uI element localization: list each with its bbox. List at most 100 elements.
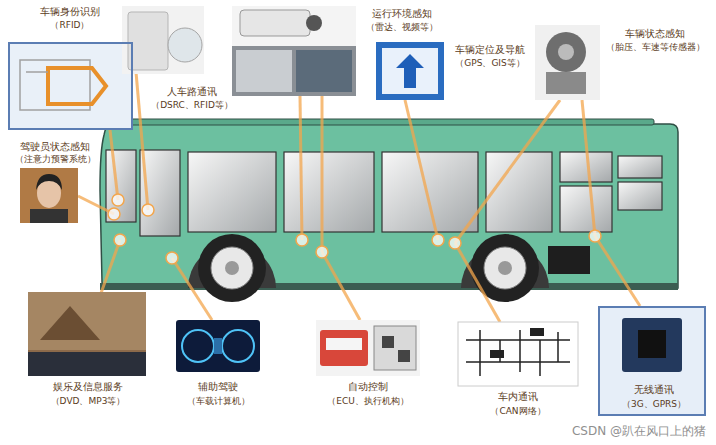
callout-title: 驾驶员状态感知 (20, 141, 90, 153)
sensor-dot (112, 194, 124, 206)
sensor-dot (432, 234, 444, 246)
watermark: CSDN @趴在风口上的猪 (572, 424, 706, 438)
leader-line (595, 236, 640, 306)
picture-ground (232, 6, 356, 96)
callout-title: 无线通讯 (634, 384, 674, 396)
callout-subtitle: （DSRC、RFID等） (151, 99, 233, 111)
driver-callout: 驾驶员状态感知（注意力预警系统） (20, 168, 78, 223)
callout-subtitle: （CAN网络） (490, 405, 545, 417)
ecu (320, 330, 368, 366)
sensor-dot (166, 252, 178, 264)
hub (498, 261, 512, 275)
leader-line (405, 100, 438, 240)
can-node (530, 328, 544, 336)
wireless-picture (598, 306, 706, 416)
picture-ground (28, 292, 146, 376)
environment-callout: 运行环境感知（雷达、视频等） (232, 6, 356, 96)
sensor-dot (449, 237, 461, 249)
bus-window (284, 152, 374, 232)
ecu-picture (316, 320, 420, 376)
bus-skirt (100, 283, 678, 290)
picture-ground (458, 322, 578, 386)
can-callout: 车内通讯（CAN网络） (458, 322, 578, 386)
computer-callout: 辅助驾驶（车载计算机） (176, 320, 260, 372)
scene (28, 292, 146, 350)
leader-line (321, 96, 324, 252)
rfid-picture (8, 42, 133, 130)
bus-window (188, 152, 276, 232)
sensor-picture (535, 25, 600, 100)
entertainment-callout: 娱乐及信息服务（DVD、MP3等） (28, 292, 146, 376)
leader-line (300, 96, 302, 240)
ecu-callout: 自动控制（ECU、执行机构） (316, 320, 420, 376)
bus-window (382, 152, 478, 232)
sensor-dot (316, 246, 328, 258)
picture-ground (176, 320, 260, 372)
leader-line (100, 240, 120, 296)
scene (40, 306, 100, 340)
computer-picture (176, 320, 260, 372)
sensor-dot (296, 234, 308, 246)
lens (306, 15, 322, 31)
callout-subtitle: （GPS、GIS等） (455, 57, 524, 69)
sensor-dot (142, 204, 154, 216)
chip (382, 336, 394, 348)
can-picture (458, 322, 578, 386)
sensor-dot (108, 208, 120, 220)
leader-line (582, 100, 595, 236)
sensor-dot (589, 230, 601, 242)
callout-title: 辅助驾驶 (198, 381, 238, 393)
callout-subtitle: （注意力预警系统） (15, 153, 96, 165)
picture-ground (316, 320, 420, 376)
picture-ground (8, 42, 133, 130)
leader-line (455, 100, 560, 243)
rim (484, 247, 526, 289)
sensor-dots (108, 194, 601, 264)
sensor (546, 32, 586, 72)
driver-picture (20, 168, 78, 223)
can-bus (466, 330, 570, 376)
tire (198, 234, 266, 302)
callout-title: 运行环境感知 (372, 8, 432, 20)
player-bar (28, 352, 146, 376)
rfid-box: 车辆身份识别（RFID） (8, 42, 133, 130)
wireless-box: 无线通讯 （3G、GPRS） (598, 306, 706, 416)
callout-subtitle: （DVD、MP3等） (51, 395, 126, 407)
rfid-tag (48, 68, 106, 104)
sensor-dot (114, 234, 126, 246)
rim (211, 247, 253, 289)
leader-line (322, 252, 360, 320)
shirt (30, 209, 68, 223)
callout-subtitle: （3G、GPRS） (622, 398, 686, 410)
leader-line (110, 130, 118, 200)
picture-ground (598, 306, 706, 416)
leader-line (172, 258, 212, 320)
chip (398, 350, 410, 362)
entertainment-picture (28, 292, 146, 376)
callout-subtitle: （车载计算机） (187, 395, 250, 407)
dashboard (232, 46, 356, 96)
callout-subtitle: （胎压、车速等传感器） (606, 41, 705, 53)
bus-window (486, 152, 552, 232)
sensor (546, 72, 586, 94)
callout-title: 娱乐及信息服务 (53, 381, 123, 393)
navigation-picture (376, 42, 444, 100)
display (214, 338, 222, 354)
leader-line (136, 72, 148, 210)
chip (638, 330, 666, 358)
sensor-callout: 车辆状态感知（胎压、车速等传感器） (535, 25, 600, 100)
video-screen (296, 50, 352, 92)
sensor (558, 44, 574, 60)
callout-subtitle: （ECU、执行机构） (327, 395, 409, 407)
map (382, 48, 438, 94)
callout-subtitle: （RFID） (50, 19, 89, 31)
bus-roof (114, 119, 654, 125)
gauge (222, 330, 254, 362)
camera (240, 10, 310, 36)
dsrc-callout: 人车路通讯（DSRC、RFID等） (122, 6, 204, 74)
callout-title: 车辆状态感知 (625, 28, 685, 40)
hub (225, 261, 239, 275)
callout-subtitle: （雷达、视频等） (366, 21, 438, 33)
